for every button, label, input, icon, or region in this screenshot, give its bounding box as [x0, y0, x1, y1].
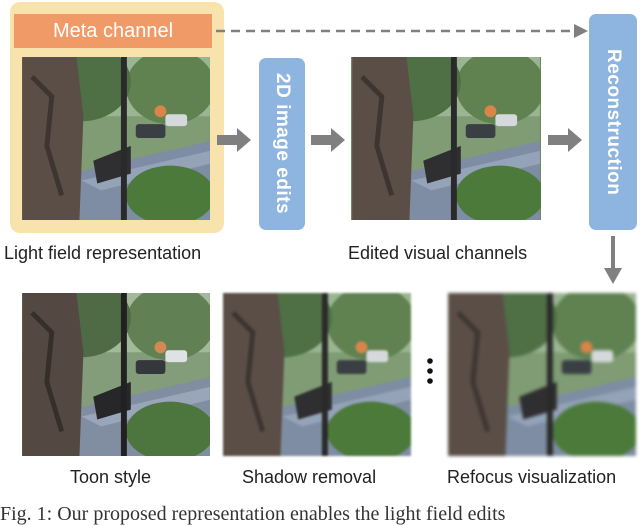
light-field-label: Light field representation	[4, 243, 202, 263]
reconstruction-label: Reconstruction	[603, 48, 624, 196]
arrow-to-image-edits	[217, 128, 251, 152]
more-results-ellipsis	[427, 358, 433, 384]
output-label-toon: Toon style	[70, 467, 152, 487]
figure-caption: Fig. 1: Our proposed representation enab…	[0, 503, 506, 525]
meta-to-reconstruction-arrow	[216, 24, 588, 38]
reconstruction-box: Reconstruction	[589, 14, 637, 230]
refocus-visualization-image	[448, 293, 636, 456]
image-edits-label: 2D image edits	[272, 73, 293, 215]
shadow-removal-image	[223, 293, 411, 456]
image-edits-box: 2D image edits	[259, 58, 305, 230]
toon-style-image	[22, 293, 210, 456]
meta-channel-bar: Meta channel	[14, 14, 212, 48]
output-label-shadow: Shadow removal	[242, 467, 377, 487]
edited-channels-label: Edited visual channels	[348, 243, 528, 263]
light-field-image	[22, 57, 210, 220]
output-label-refocus: Refocus visualization	[447, 467, 617, 487]
arrow-to-reconstruction	[548, 128, 582, 152]
edited-channels-image	[351, 57, 541, 220]
arrow-down-from-reconstruction	[604, 236, 622, 284]
arrow-to-edited-channels	[311, 128, 345, 152]
